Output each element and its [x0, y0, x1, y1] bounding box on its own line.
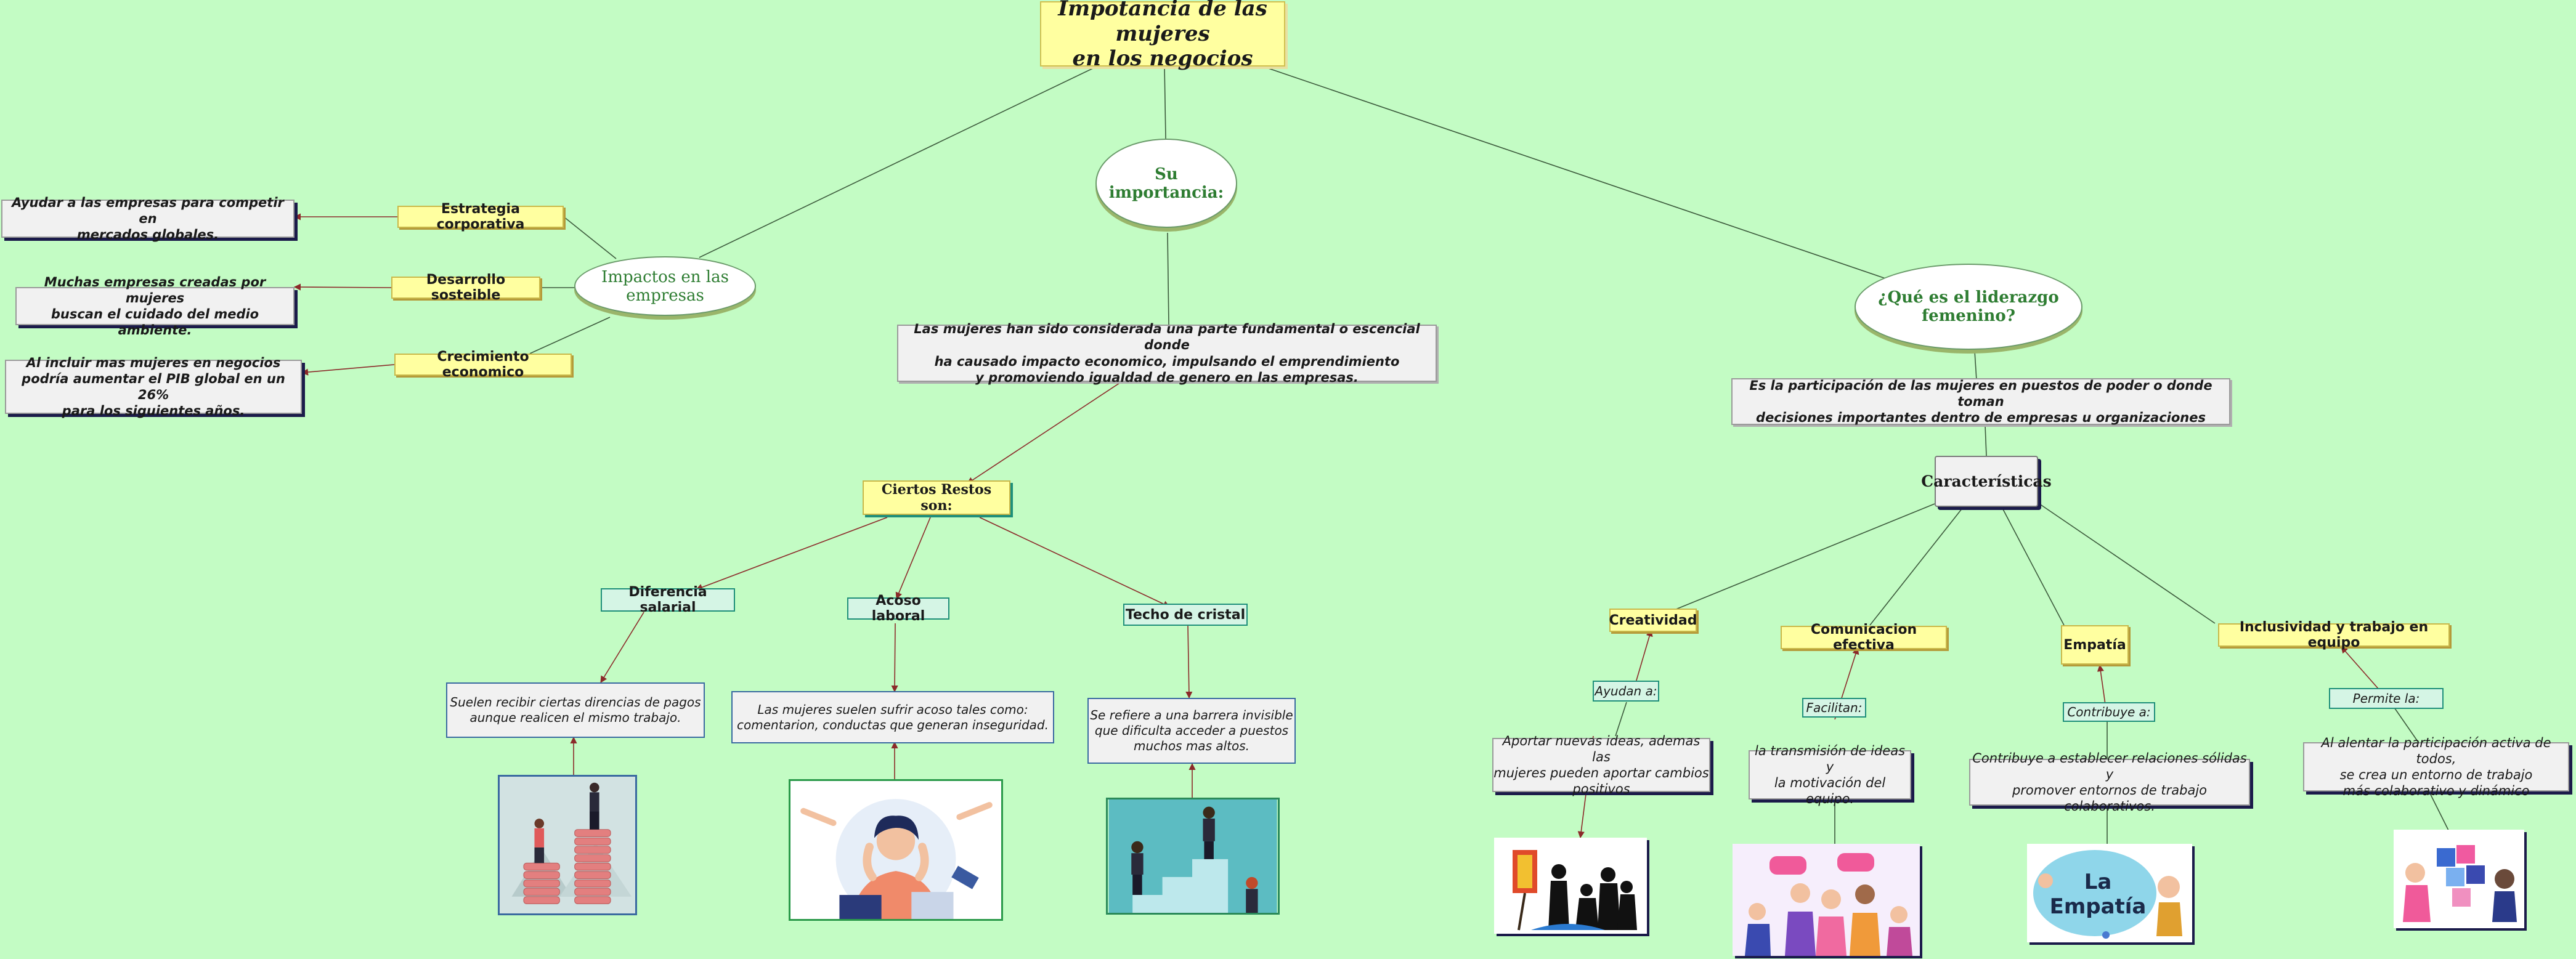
importancia-text: Las mujeres han sido considerada una par… — [897, 325, 1437, 382]
reto-text-techo: Se refiere a una barrera invisible que d… — [1087, 698, 1296, 764]
impactos-text-desarrollo: Muchas empresas creadas por mujeres busc… — [15, 287, 295, 325]
harassment-image — [789, 779, 1003, 921]
reto-text-acoso: Las mujeres suelen sufrir acoso tales co… — [731, 691, 1054, 743]
caract-label-empatia: Empatía — [2061, 625, 2129, 665]
connector-contribuye: Contribuye a: — [2063, 702, 2155, 722]
caracteristicas-label: Características — [1935, 456, 2038, 507]
caract-label-creatividad: Creatividad — [1609, 609, 1697, 632]
caract-label-inclusividad: Inclusividad y trabajo en equipo — [2218, 623, 2450, 647]
coins-illustration-icon — [500, 777, 635, 913]
branch-liderazgo: ¿Qué es el liderazgo femenino? — [1855, 264, 2082, 350]
retos-label: Ciertos Restos son: — [863, 480, 1010, 515]
salary-gap-image — [498, 775, 637, 915]
reto-label-acoso: Acoso laboral — [847, 597, 949, 620]
impactos-text-estrategia: Ayudar a las empresas para competir en m… — [1, 200, 295, 238]
caract-text-inclusividad: Al alentar la participación activa de to… — [2303, 742, 2569, 791]
reto-label-salarial: Diferencia salarial — [601, 588, 735, 612]
connector-ayudan: Ayudan a: — [1593, 681, 1659, 702]
impactos-label-desarrollo: Desarrollo sosteible — [391, 277, 540, 299]
impactos-text-crecimiento: Al incluir mas mujeres en negocios podrí… — [5, 360, 302, 414]
branch-importancia: Su importancia: — [1095, 139, 1237, 228]
connector-permite: Permite la: — [2329, 688, 2444, 709]
creativity-image — [1494, 838, 1647, 934]
branch-importancia-label: Su importancia: — [1097, 165, 1236, 202]
empathy-caption: La Empatía — [2039, 876, 2156, 913]
empathy-image: La Empatía — [2027, 844, 2192, 942]
caract-text-comunicacion: la transmisión de ideas y la motivación … — [1749, 750, 1911, 799]
team-talking-icon — [1733, 844, 1920, 956]
stressed-woman-icon — [790, 781, 1001, 919]
connector-facilitan: Facilitan: — [1802, 698, 1866, 718]
painters-silhouette-icon — [1494, 838, 1647, 934]
main-title: Impotancia de las mujeres en los negocio… — [1040, 1, 1285, 67]
glass-ceiling-image — [1106, 798, 1280, 915]
puzzle-team-icon — [2394, 830, 2524, 928]
impactos-label-estrategia: Estrategia corporativa — [397, 206, 564, 228]
stairs-climb-icon — [1108, 799, 1278, 913]
caract-label-comunicacion: Comunicacion efectiva — [1781, 626, 1947, 649]
liderazgo-text: Es la participación de las mujeres en pu… — [1731, 378, 2230, 425]
impactos-label-crecimiento: Crecimiento economico — [394, 354, 572, 376]
inclusion-image — [2394, 830, 2524, 928]
reto-label-techo: Techo de cristal — [1123, 604, 1248, 626]
branch-liderazgo-label: ¿Qué es el liderazgo femenino? — [1856, 288, 2081, 325]
reto-text-salarial: Suelen recibir ciertas direncias de pago… — [446, 682, 705, 738]
communication-image — [1733, 844, 1920, 956]
branch-impactos: Impactos en las empresas — [574, 256, 756, 316]
caract-text-empatia: Contribuye a establecer relaciones sólid… — [1969, 759, 2250, 806]
caract-text-creatividad: Aportar nuevas ideas, ademas las mujeres… — [1492, 738, 1710, 792]
